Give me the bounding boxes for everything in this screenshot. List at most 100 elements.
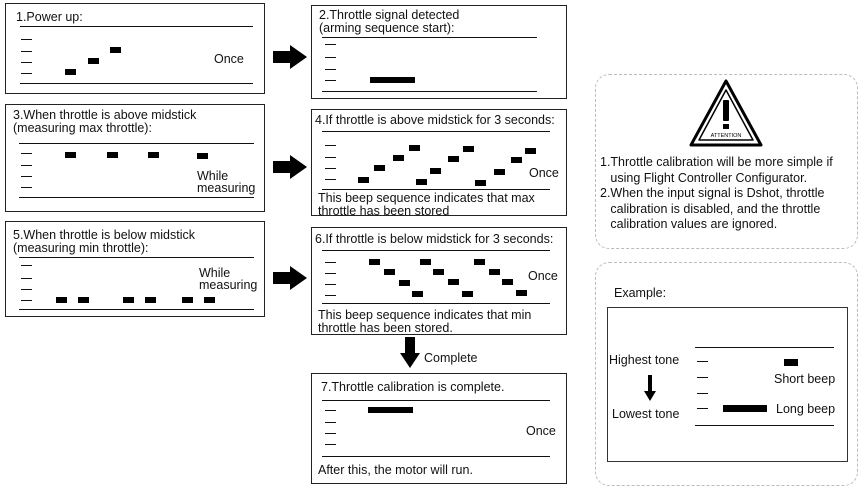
beep [489, 269, 500, 275]
beep [369, 259, 380, 265]
example-bottom-line [695, 425, 834, 426]
warning-icon: ATTENTION [689, 79, 763, 147]
tone-tick [21, 51, 32, 52]
tone-tick [21, 300, 32, 301]
tone-tick [325, 410, 336, 411]
tone-tick [697, 377, 708, 378]
step6-title: 6.If throttle is below midstick for 3 se… [315, 232, 554, 246]
tone-tick [325, 168, 336, 169]
step6-top-line [322, 250, 550, 251]
step2-box: 2.Throttle signal detected (arming seque… [311, 5, 567, 99]
right-arrow-icon [273, 266, 307, 290]
step2-title: 2.Throttle signal detected (arming seque… [319, 8, 460, 35]
beep [368, 407, 413, 413]
tone-tick [325, 444, 336, 445]
beep [475, 180, 486, 186]
step4-top-line [322, 131, 550, 132]
attention-icon-label: ATTENTION [711, 133, 742, 139]
step1-freq: Once [214, 52, 244, 66]
step5-freq: While measuring [199, 266, 258, 292]
beep [370, 77, 415, 83]
tone-tick [325, 284, 336, 285]
beep [374, 165, 385, 171]
tone-tick [325, 145, 336, 146]
beep [148, 152, 159, 158]
step1-title: 1.Power up: [16, 10, 83, 24]
beep [107, 152, 118, 158]
tone-tick [697, 408, 708, 409]
right-arrow-icon [273, 155, 307, 179]
step7-box: 7.Throttle calibration is complete. Once… [311, 373, 567, 484]
step3-title: 3.When throttle is above midstick (measu… [13, 108, 197, 135]
step1-bottom-line [20, 83, 253, 84]
step4-note: This beep sequence indicates that max th… [318, 191, 535, 218]
step6-box: 6.If throttle is below midstick for 3 se… [311, 227, 567, 335]
beep [502, 279, 513, 285]
step2-bottom-line [322, 91, 537, 92]
beep [463, 146, 474, 152]
step4-box: 4.If throttle is above midstick for 3 se… [311, 109, 567, 218]
tone-tick [325, 273, 336, 274]
tone-tick [21, 265, 32, 266]
beep [204, 297, 215, 303]
step4-title: 4.If throttle is above midstick for 3 se… [315, 113, 555, 127]
tone-tick [325, 179, 336, 180]
beep [433, 269, 444, 275]
long-beep-mark [723, 405, 767, 412]
beep [412, 291, 423, 297]
step5-top-line [19, 257, 254, 258]
beep [474, 259, 485, 265]
tone-tick [325, 57, 336, 58]
down-arrow-icon [644, 375, 656, 403]
beep [448, 279, 459, 285]
beep [511, 157, 522, 163]
attention-item-2: 2.When the input signal is Dshot, thrott… [600, 186, 825, 231]
beep [525, 148, 536, 154]
step3-freq: While measuring [197, 169, 256, 195]
step6-bottom-line [322, 303, 550, 304]
beep [110, 47, 121, 53]
tone-tick [697, 393, 708, 394]
tone-tick [21, 62, 32, 63]
step3-bottom-line [19, 197, 254, 198]
tone-tick [325, 433, 336, 434]
beep [358, 177, 369, 183]
beep [56, 297, 67, 303]
step5-box: 5.When throttle is below midstick (measu… [5, 221, 265, 317]
beep [448, 156, 459, 162]
example-box: Highest tone Lowest tone Short beep Long… [607, 307, 848, 462]
beep [145, 297, 156, 303]
step7-top-line [322, 400, 550, 401]
beep [462, 291, 473, 297]
beep [516, 290, 527, 296]
tone-tick [325, 295, 336, 296]
step7-bottom-line [322, 456, 550, 457]
beep [88, 58, 99, 64]
lowest-tone-label: Lowest tone [612, 407, 680, 421]
beep [197, 153, 208, 159]
tone-tick [697, 361, 708, 362]
short-beep-mark [784, 359, 798, 366]
tone-tick [325, 44, 336, 45]
step7-title: 7.Throttle calibration is complete. [321, 380, 505, 394]
beep [182, 297, 193, 303]
beep [494, 169, 505, 175]
step6-freq: Once [528, 269, 558, 283]
step1-box: 1.Power up: Once [5, 3, 265, 94]
step3-top-line [19, 143, 254, 144]
tone-tick [325, 69, 336, 70]
tone-tick [21, 153, 32, 154]
tone-tick [21, 278, 32, 279]
tone-tick [21, 176, 32, 177]
attention-item-1: 1.Throttle calibration will be more simp… [600, 155, 833, 185]
highest-tone-label: Highest tone [609, 353, 680, 367]
tone-tick [21, 73, 32, 74]
beep [78, 297, 89, 303]
attention-list: 1.Throttle calibration will be more simp… [600, 155, 833, 233]
beep [65, 152, 76, 158]
example-top-line [695, 347, 834, 348]
tone-tick [325, 157, 336, 158]
step4-freq: Once [529, 166, 559, 180]
tone-tick [21, 289, 32, 290]
tone-tick [325, 262, 336, 263]
